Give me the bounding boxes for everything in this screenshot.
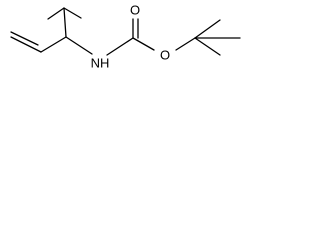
- atom-label-nh: NH: [91, 56, 110, 71]
- bond-tert-butyl-methyl-up: [194, 19, 221, 39]
- bond-ester-oxygen-to-tert-butyl: [175, 37, 196, 51]
- bond-isopropyl-to-backbone: [63, 7, 67, 38]
- atom-label-ester-oxygen: O: [160, 48, 170, 63]
- bond-isopropyl-methyl-right: [63, 7, 82, 19]
- bond-backbone-to-vinyl: [40, 36, 67, 53]
- bond-carbonyl-to-ester-oxygen: [132, 37, 155, 51]
- atom-label-carbonyl-oxygen: O: [130, 3, 140, 18]
- bond-backbone-to-nitrogen: [65, 36, 93, 55]
- bond-vinyl-double-outer: [10, 36, 42, 53]
- bond-vinyl-double-inner: [10, 31, 39, 46]
- bond-tert-butyl-methyl-down: [194, 37, 221, 56]
- bond-nitrogen-to-carbonyl-carbon: [106, 37, 134, 56]
- bond-isopropyl-methyl-left: [47, 7, 65, 20]
- chemical-structure: NH O O: [10, 3, 241, 71]
